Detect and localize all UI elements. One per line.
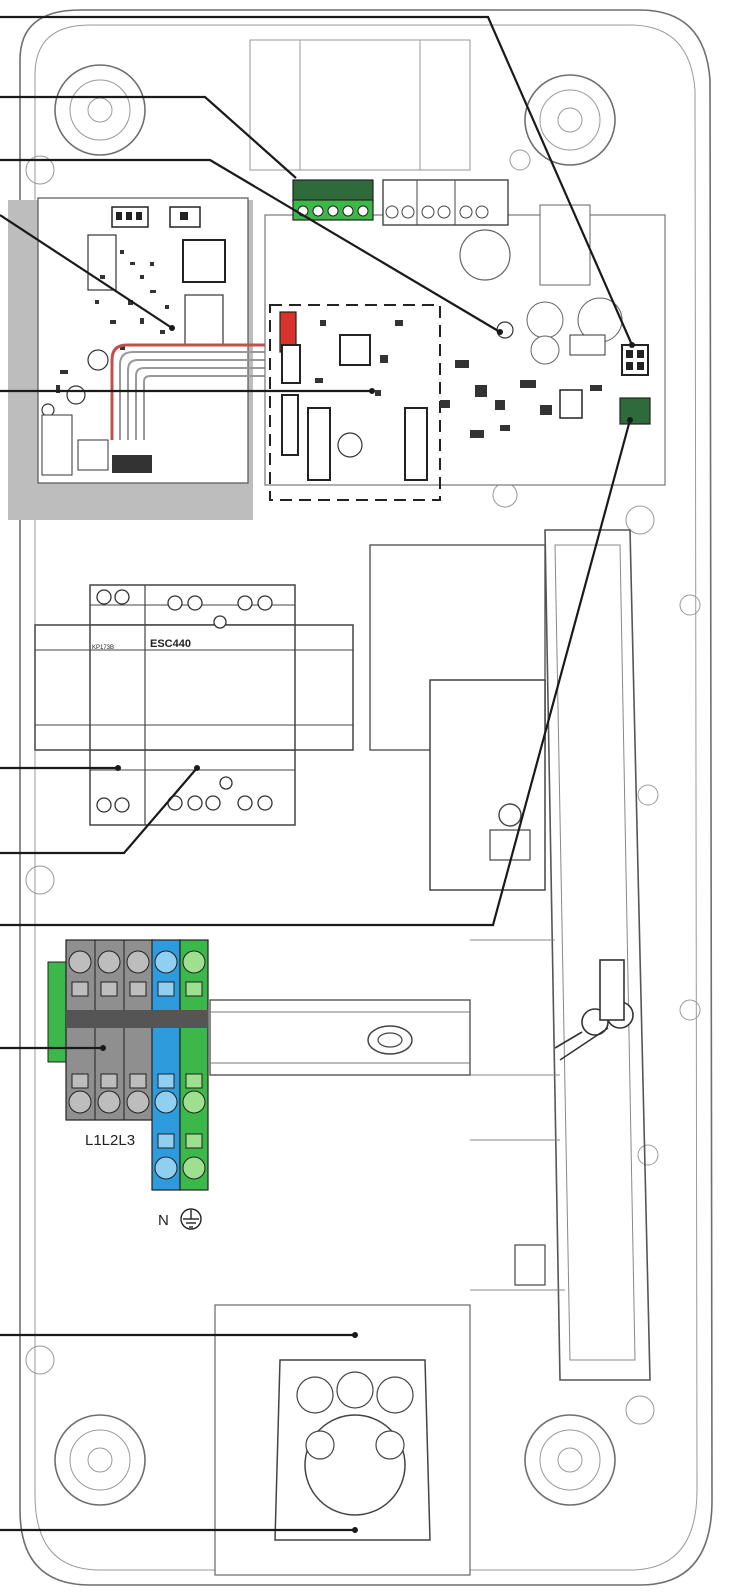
callout-line-2 [0, 95, 297, 179]
callout-line-4 [0, 214, 173, 329]
cable-entry [214, 1304, 471, 1576]
main-pcb [264, 204, 666, 501]
callout-lines [0, 15, 635, 1533]
callout-line-1 [0, 15, 634, 346]
neutral-label: N [158, 1212, 169, 1229]
meter-model-small: KP173B [92, 645, 114, 651]
phase-labels: L1L2L3 [85, 1132, 135, 1149]
ground-icon [180, 1208, 202, 1230]
top-terminal-blocks [292, 179, 509, 226]
callout-line-7 [0, 767, 198, 855]
din-rail [209, 999, 471, 1076]
supply-terminal-block: L1L2L3 N [47, 939, 209, 1229]
callout-line-8 [0, 419, 632, 927]
callout-line-3 [0, 158, 501, 333]
key-icon [554, 959, 634, 1061]
enclosure-outline [19, 9, 713, 1586]
mounting-holes [25, 64, 701, 1506]
meter-label: ESC440 [150, 638, 191, 650]
control-board [8, 197, 290, 520]
socket-assembly [369, 529, 651, 1381]
energy-meter: KP173B ESC440 [34, 584, 354, 826]
